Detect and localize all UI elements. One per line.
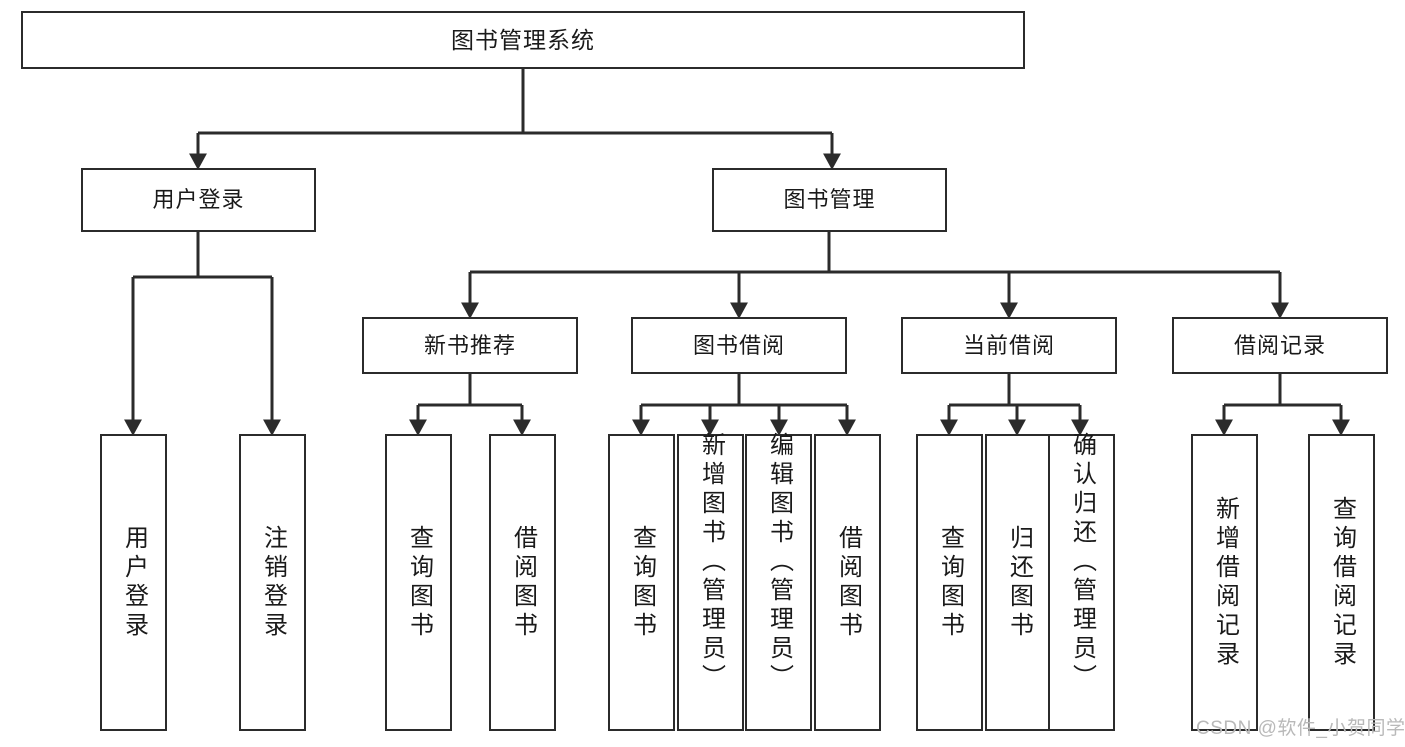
leaf-bb-add-book-admin[interactable]: 新增图书（管理员） bbox=[677, 432, 744, 731]
node-label: 注销登录 bbox=[259, 524, 287, 641]
leaf-cb-query-book[interactable]: 查询图书 bbox=[916, 434, 983, 731]
node-borrow-record[interactable]: 借阅记录 bbox=[1172, 317, 1388, 374]
node-label: 借阅记录 bbox=[1233, 332, 1326, 358]
node-label: 图书借阅 bbox=[692, 332, 785, 358]
leaf-user-login[interactable]: 用户登录 bbox=[100, 434, 167, 731]
csdn-watermark: CSDN @软件_小贺同学 bbox=[1196, 718, 1405, 739]
node-label: 图书管理系统 bbox=[451, 26, 595, 53]
node-label: 查询借阅记录 bbox=[1328, 495, 1356, 670]
leaf-nb-query-book[interactable]: 查询图书 bbox=[385, 434, 452, 731]
node-label: 归还图书 bbox=[1005, 524, 1033, 641]
node-label: 借阅图书 bbox=[834, 524, 862, 641]
node-label: 用户登录 bbox=[152, 187, 245, 213]
node-book-borrow[interactable]: 图书借阅 bbox=[631, 317, 847, 374]
node-label: 新增图书（管理员） bbox=[697, 432, 725, 693]
node-label: 查询图书 bbox=[405, 524, 433, 641]
leaf-br-query-record[interactable]: 查询借阅记录 bbox=[1308, 434, 1375, 731]
node-label: 确认归还（管理员） bbox=[1068, 432, 1096, 693]
leaf-nb-borrow-book[interactable]: 借阅图书 bbox=[489, 434, 556, 731]
node-label: 查询图书 bbox=[628, 524, 656, 641]
node-new-book-recommend[interactable]: 新书推荐 bbox=[362, 317, 578, 374]
leaf-br-add-record[interactable]: 新增借阅记录 bbox=[1191, 434, 1258, 731]
node-label: 新书推荐 bbox=[423, 332, 516, 358]
leaf-cb-return-book[interactable]: 归还图书 bbox=[985, 434, 1052, 731]
node-label: 图书管理 bbox=[783, 187, 876, 213]
node-label: 借阅图书 bbox=[509, 524, 537, 641]
node-label: 查询图书 bbox=[936, 524, 964, 641]
leaf-bb-query-book[interactable]: 查询图书 bbox=[608, 434, 675, 731]
node-current-borrow[interactable]: 当前借阅 bbox=[901, 317, 1117, 374]
node-label: 编辑图书（管理员） bbox=[765, 432, 793, 693]
node-root-system[interactable]: 图书管理系统 bbox=[21, 11, 1025, 69]
leaf-user-logout[interactable]: 注销登录 bbox=[239, 434, 306, 731]
node-book-management[interactable]: 图书管理 bbox=[712, 168, 947, 232]
leaf-bb-borrow-book[interactable]: 借阅图书 bbox=[814, 434, 881, 731]
node-label: 新增借阅记录 bbox=[1211, 495, 1239, 670]
node-label: 用户登录 bbox=[120, 524, 148, 641]
leaf-bb-edit-book-admin[interactable]: 编辑图书（管理员） bbox=[745, 432, 812, 731]
node-user-login[interactable]: 用户登录 bbox=[81, 168, 316, 232]
leaf-cb-confirm-return-admin[interactable]: 确认归还（管理员） bbox=[1048, 432, 1115, 731]
node-label: 当前借阅 bbox=[962, 332, 1055, 358]
